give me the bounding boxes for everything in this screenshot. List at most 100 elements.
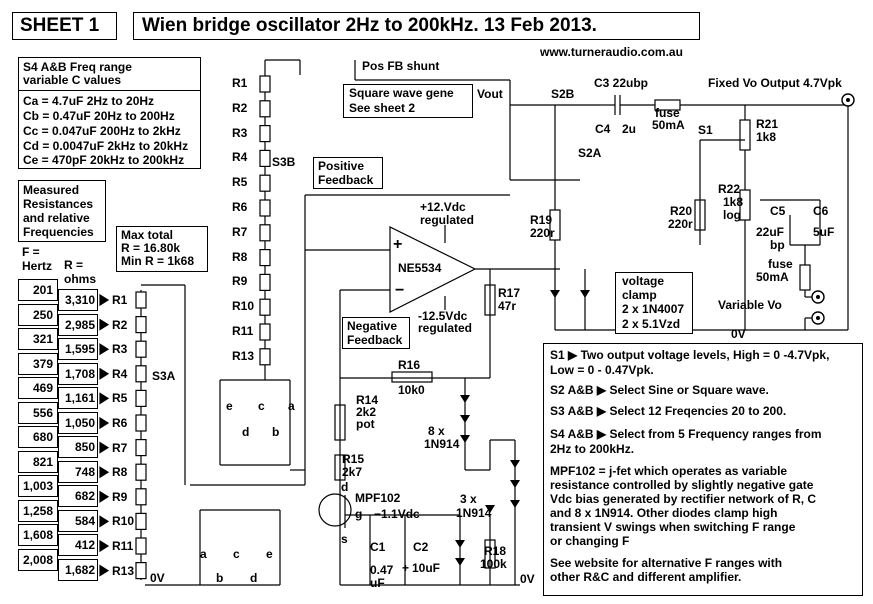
supply-pos: regulated — [420, 213, 475, 227]
ground-right: 0V — [520, 572, 535, 586]
resistor-label: R2 — [112, 317, 128, 332]
c5-label: C5 — [770, 204, 786, 218]
ohms-cell: 1,682 — [58, 558, 98, 581]
jfet-label: MPF102 — [355, 491, 401, 505]
supply-pos: +12.Vdc — [420, 200, 466, 214]
measured-heading-box: Measured Resistances and relative Freque… — [18, 180, 106, 242]
measured-heading: Resistances — [23, 197, 94, 211]
website-link[interactable]: www.turneraudio.com.au — [540, 45, 683, 59]
ground-left: 0V — [150, 571, 165, 585]
note-line: S4 A&B ▶ Select from 5 Frequency ranges … — [550, 427, 822, 441]
resistor-symbol — [259, 75, 271, 93]
ohms-cell: 850 — [58, 436, 98, 458]
max-total-line: Max total — [121, 228, 174, 242]
r17-value: 47r — [498, 299, 517, 313]
ohms-cell: 584 — [58, 509, 98, 532]
r14-value: 2k2 — [356, 405, 377, 419]
r20-label: R20 — [670, 204, 693, 218]
resistor-label: R10 — [232, 299, 255, 314]
ohms-value: 584 — [74, 513, 95, 528]
resistor-label: R13 — [232, 348, 255, 363]
wiper-arrow — [99, 293, 110, 307]
resistor-label: R7 — [112, 440, 128, 455]
s4-range-box: S4 A&B Freq range variable C values Ca =… — [18, 57, 201, 169]
freq-value: 1,608 — [22, 528, 53, 542]
supply-neg: -12.5Vdc — [418, 309, 468, 323]
resistor-symbol — [259, 124, 271, 143]
resistor-symbol — [135, 463, 147, 481]
s3a-label: S3A — [152, 369, 176, 383]
minus-input: − — [395, 282, 405, 299]
cap-label: d — [250, 571, 258, 585]
pos-fb-shunt-label: Pos FB shunt — [362, 59, 440, 73]
max-total-box: Max total R = 16.80k Min R = 1k68 — [116, 226, 208, 272]
c2-value: 10uF — [412, 561, 441, 575]
resistor-symbol — [135, 439, 147, 457]
freq-cell: 321 — [18, 328, 58, 350]
wiper-arrow — [99, 367, 110, 380]
freq-value: 680 — [32, 430, 53, 444]
ohms-value: 2,985 — [64, 317, 95, 332]
jfet-source: s — [341, 532, 348, 546]
resistor-label: R4 — [112, 366, 128, 381]
cap-label: e — [226, 399, 233, 413]
note-line: S3 A&B ▶ Select 12 Freqencies 20 to 200. — [550, 404, 787, 418]
r19-value: 220r — [530, 226, 555, 240]
resistor-symbol — [259, 273, 271, 291]
resistor-label: R4 — [232, 150, 248, 165]
freq-value: 556 — [32, 405, 53, 420]
freq-value: 469 — [32, 381, 53, 395]
note-line: See website for alternative F ranges wit… — [550, 556, 783, 570]
ohms-value: 1,161 — [64, 391, 95, 405]
resistor-symbol — [259, 298, 271, 316]
resistor-label: R8 — [232, 249, 248, 264]
resistor-label: R9 — [232, 274, 248, 289]
plus-input: + — [393, 236, 403, 253]
resistor-symbol — [259, 199, 271, 217]
s3b-label: S3B — [272, 155, 296, 169]
wiper-arrow — [99, 392, 110, 405]
resistor-label: R3 — [232, 125, 248, 140]
note-line: resistance controlled by slightly negati… — [550, 478, 814, 492]
ohms-value: 412 — [74, 538, 95, 552]
cap-label: a — [288, 399, 295, 413]
freq-cell: 1,608 — [18, 524, 58, 546]
note-line: Vdc bias generated by rectifier network … — [550, 492, 817, 506]
clamp-line: 2 x 1N4007 — [622, 302, 685, 316]
fuse1-label: fuse — [655, 106, 680, 120]
supply-neg: regulated — [418, 321, 473, 335]
jfet-drain: d — [341, 480, 349, 494]
measured-heading: and relative — [23, 211, 90, 225]
r16-label: R16 — [398, 358, 421, 372]
notes-box: S1 ▶ Two output voltage levels, High = 0… — [543, 343, 863, 596]
ohms-value: 3,310 — [64, 293, 95, 307]
freq-cell: 821 — [18, 450, 58, 473]
freq-value: 1,258 — [22, 503, 53, 518]
jfet-gate: g — [355, 507, 363, 521]
freq-value: 250 — [32, 307, 53, 322]
freq-cell: 250 — [18, 303, 58, 326]
resistor-symbol — [135, 512, 147, 531]
resistor-symbol — [135, 389, 147, 407]
c2-label: C2 — [413, 540, 429, 554]
measured-heading: Frequencies — [23, 225, 94, 239]
fuse2-value: 50mA — [756, 270, 789, 284]
cap-label: a — [200, 547, 207, 561]
s4-heading-1: S4 A&B Freq range — [23, 60, 132, 74]
r19-label: R19 — [530, 213, 553, 227]
c6-value: 5uF — [813, 225, 835, 239]
resistor-label: R7 — [232, 224, 248, 239]
ohms-cell: 1,050 — [58, 411, 98, 434]
square-wave-line: Square wave gene — [349, 86, 454, 100]
ohms-value: 1,050 — [64, 415, 95, 430]
r22-value: 1k8 — [723, 195, 744, 209]
c1-label: C1 — [370, 540, 386, 554]
diodes-8-count: 8 x — [428, 424, 445, 438]
note-line: 2Hz to 200kHz. — [550, 442, 635, 456]
ohms-value: 1,682 — [64, 562, 95, 577]
freq-value: 201 — [32, 283, 53, 297]
negative-feedback-box: Negative Feedback — [342, 317, 410, 349]
resistor-symbol — [135, 291, 147, 309]
c5-type: bp — [770, 238, 785, 252]
